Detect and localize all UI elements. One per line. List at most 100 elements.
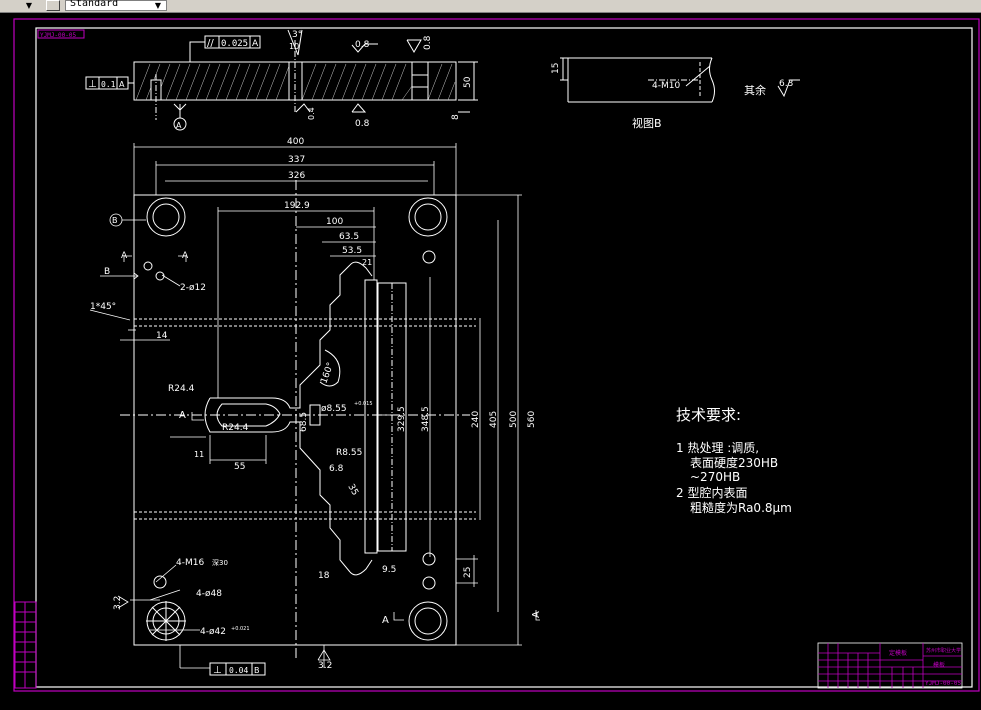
svg-text:0.1: 0.1 (101, 80, 116, 89)
angle-label: 3° (292, 30, 302, 40)
svg-text:560: 560 (527, 411, 537, 428)
svg-text:4-M16: 4-M16 (176, 558, 204, 568)
notes-line5: 粗糙度为Ra0.8μm (690, 500, 792, 515)
svg-text:100: 100 (326, 217, 343, 227)
dim-10-label: 10 (289, 42, 299, 51)
svg-text:A: A (382, 615, 389, 626)
text-style-dropdown[interactable] (65, 0, 167, 11)
svg-text:4-ø42: 4-ø42 (200, 627, 226, 637)
notes-title: 技术要求: (676, 406, 741, 424)
svg-text:25: 25 (463, 567, 473, 578)
svg-text:21: 21 (362, 258, 372, 267)
notes-line3: ~270HB (690, 470, 740, 484)
datum-a-circle: A (176, 121, 182, 130)
title-block-company: 苏州市职业大学 (926, 647, 961, 654)
rough-08b: 0.8 (423, 35, 433, 50)
notes-line1: 1 热处理 :调质, (676, 441, 759, 455)
layer-dropdown-arrow[interactable]: ▼ (25, 1, 33, 10)
svg-text:⊥: ⊥ (213, 665, 222, 676)
svg-text:A: A (119, 80, 125, 89)
svg-text:A: A (121, 251, 128, 261)
title-block-code: YJMJ-00-05 (925, 680, 962, 687)
svg-text:6.8: 6.8 (329, 464, 344, 474)
svg-text:11: 11 (194, 450, 204, 459)
svg-text:⊥: ⊥ (88, 79, 97, 90)
svg-text:405: 405 (489, 411, 499, 428)
svg-text:192.9: 192.9 (284, 201, 310, 211)
svg-text:深30: 深30 (212, 558, 228, 567)
text-style-button[interactable] (46, 0, 60, 11)
svg-text:A: A (252, 39, 259, 49)
drawing-number-box (37, 29, 85, 39)
svg-text:160°: 160° (319, 361, 336, 385)
sheet-outer-border (13, 18, 980, 692)
text-style-dropdown-arrow[interactable]: ▼ (154, 1, 162, 10)
main-dimension-text: 400 337 326 192.9 100 63.5 53.5 21 2-ø12… (90, 137, 542, 671)
top-dimensions (173, 29, 478, 131)
tol-frame-perp-bottom: ⊥ 0.04 B (209, 662, 266, 676)
title-block (817, 642, 963, 689)
main-dimension-lines (89, 143, 540, 669)
top-section-view (133, 40, 457, 120)
svg-text:+0.021: +0.021 (231, 626, 250, 632)
title-block-part: 模板 (933, 661, 945, 669)
svg-text:18: 18 (318, 571, 330, 581)
svg-text:B: B (112, 216, 118, 225)
svg-text:+0.015: +0.015 (354, 401, 373, 407)
rough-08c: 0.8 (355, 119, 370, 129)
svg-text:R8.55: R8.55 (336, 448, 362, 458)
svg-text:0.025: 0.025 (221, 39, 248, 49)
rest-label: 其余 (744, 83, 766, 97)
svg-text:240: 240 (471, 411, 481, 428)
svg-text:35: 35 (345, 483, 359, 498)
svg-text:A: A (179, 410, 186, 421)
svg-text:500: 500 (509, 411, 519, 428)
svg-text:0.04: 0.04 (229, 666, 248, 675)
svg-text:63.5: 63.5 (339, 232, 359, 242)
tol-frame-flatness: // 0.025 A (189, 35, 261, 62)
svg-text:400: 400 (287, 137, 304, 147)
dim-50: 50 (463, 76, 473, 88)
svg-text:1*45°: 1*45° (90, 302, 116, 312)
svg-text:ø8.55: ø8.55 (321, 404, 347, 414)
svg-text:3.2: 3.2 (113, 596, 123, 610)
svg-text://: // (207, 38, 214, 49)
left-revision-strip (14, 601, 37, 689)
svg-text:A: A (531, 611, 542, 618)
svg-text:R24.4: R24.4 (222, 423, 249, 433)
svg-text:68.5: 68.5 (299, 412, 309, 432)
rough-04: 0.4 (307, 107, 316, 120)
title-block-name: 定模板 (889, 649, 907, 657)
svg-text:326: 326 (288, 171, 305, 181)
dim-8: 8 (451, 114, 461, 120)
rough-08a: 0.8 (355, 40, 370, 50)
main-plan-view (120, 180, 476, 660)
svg-text:348.5: 348.5 (421, 406, 431, 432)
rest-rough: 6.3 (779, 79, 793, 89)
svg-text:9.5: 9.5 (382, 565, 396, 575)
svg-text:14: 14 (156, 331, 168, 341)
svg-text:3.2: 3.2 (318, 661, 332, 671)
svg-text:B: B (254, 666, 260, 675)
svg-text:53.5: 53.5 (342, 246, 362, 256)
notes-line4: 2 型腔内表面 (676, 485, 747, 500)
sheet-inner-border (35, 27, 973, 688)
svg-text:R24.4: R24.4 (168, 384, 195, 394)
view-b (560, 57, 800, 103)
technical-notes: 技术要求: 1 热处理 :调质, 表面硬度230HB ~270HB 2 型腔内表… (676, 406, 792, 515)
notes-line2: 表面硬度230HB (690, 455, 778, 470)
svg-text:329.5: 329.5 (397, 406, 407, 432)
drawing-number: YJMJ-00-05 (40, 32, 77, 39)
toolbar: ▼ Standard ▼ (0, 0, 981, 13)
svg-text:4-ø48: 4-ø48 (196, 589, 222, 599)
dim-15: 15 (551, 63, 561, 74)
svg-text:337: 337 (288, 155, 305, 165)
svg-text:A: A (182, 251, 189, 261)
svg-text:B: B (104, 267, 110, 277)
thread-m10: 4-M10 (652, 81, 680, 91)
svg-text:55: 55 (234, 462, 245, 472)
svg-text:2-ø12: 2-ø12 (180, 283, 206, 293)
text-style-value: Standard (70, 0, 119, 9)
view-b-caption: 视图B (632, 116, 662, 130)
